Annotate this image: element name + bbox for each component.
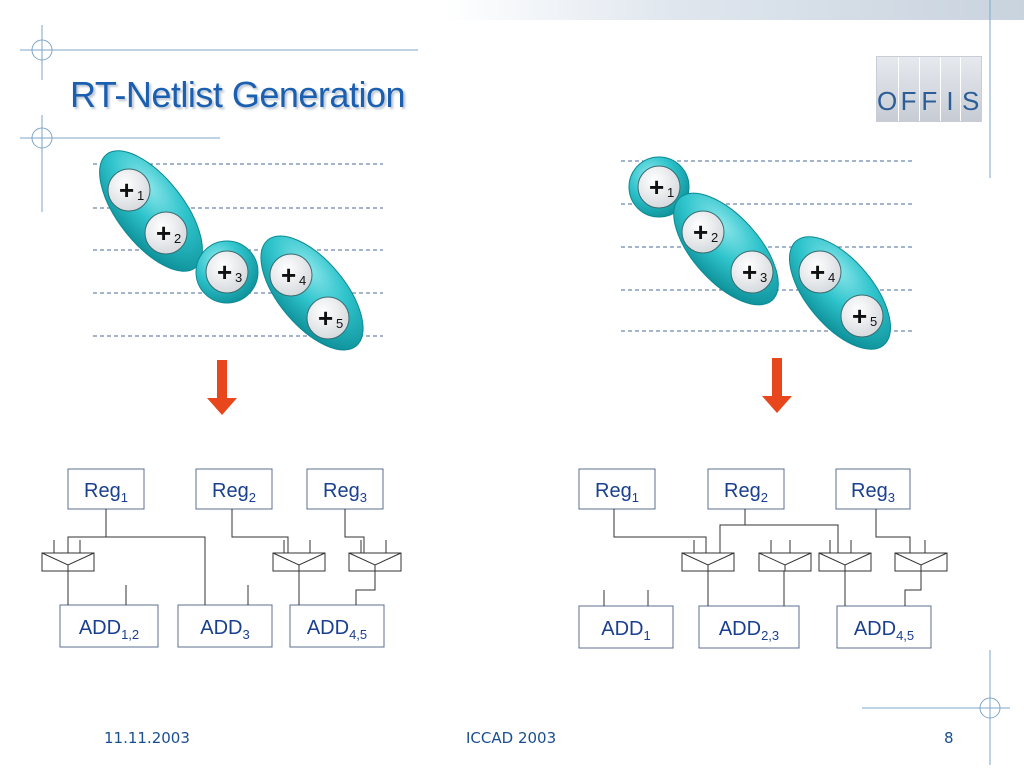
operation-node [840, 294, 884, 338]
operation-symbol: + [281, 260, 296, 290]
wire [344, 509, 365, 553]
operation-node [306, 296, 350, 340]
operation-index: 2 [174, 231, 181, 246]
adder-box [578, 605, 674, 649]
logo-letter: I [940, 57, 962, 121]
register-label: Reg1 [595, 480, 639, 505]
logo-letter: F [919, 57, 941, 121]
wire [67, 509, 107, 553]
operation-index: 1 [667, 185, 674, 200]
operation-symbol: + [852, 301, 867, 331]
crosshair-icon [31, 127, 53, 149]
wire [719, 509, 746, 553]
footer-page-number: 8 [944, 729, 954, 747]
operation-group-ellipse [789, 236, 891, 350]
register-box [306, 468, 384, 510]
register-label: Reg3 [851, 480, 895, 505]
operation-symbol: + [217, 257, 232, 287]
offis-logo: O F F I S [876, 56, 982, 122]
operation-index: 5 [870, 314, 877, 329]
logo-letter: O [877, 57, 900, 121]
down-arrow-icon [762, 358, 792, 413]
operation-node [730, 250, 774, 294]
page-title: RT-Netlist Generation [70, 74, 405, 115]
wire [745, 524, 839, 553]
wire [875, 509, 911, 553]
register-box [707, 468, 785, 510]
adder-box [836, 605, 932, 649]
register-box [195, 468, 273, 510]
logo-letter: S [961, 57, 981, 121]
operation-symbol: + [742, 257, 757, 287]
adder-label: ADD2,3 [719, 618, 779, 643]
operation-node [798, 250, 842, 294]
operation-node [681, 210, 725, 254]
operation-node [637, 165, 681, 209]
operation-symbol: + [119, 175, 134, 205]
crosshair-icon [979, 697, 1001, 719]
logo-letter: F [899, 57, 920, 121]
operation-node [107, 168, 151, 212]
crosshair-icon [31, 39, 53, 61]
register-box [835, 468, 911, 510]
adder-label: ADD4,5 [307, 617, 367, 642]
operation-symbol: + [649, 172, 664, 202]
right-schedule-graph: +1+2+3+4+5 [621, 156, 913, 413]
left-schedule-graph: +1+2+3+4+5 [93, 150, 383, 415]
register-box [67, 468, 145, 510]
adder-label: ADD1 [601, 618, 650, 643]
footer-date: 11.11.2003 [104, 729, 190, 747]
register-label: Reg1 [84, 480, 128, 505]
operation-index: 4 [828, 270, 835, 285]
operation-index: 3 [235, 270, 242, 285]
operation-index: 5 [336, 316, 343, 331]
operation-symbol: + [810, 257, 825, 287]
adder-label: ADD4,5 [854, 618, 914, 643]
adder-label: ADD1,2 [79, 617, 139, 642]
down-arrow-icon [207, 360, 237, 415]
wire [904, 571, 922, 606]
operation-index: 3 [760, 270, 767, 285]
operation-symbol: + [693, 217, 708, 247]
operation-node [205, 250, 249, 294]
adder-box [177, 604, 273, 648]
operation-node [144, 211, 188, 255]
operation-symbol: + [318, 303, 333, 333]
wire [106, 536, 206, 605]
wire [355, 571, 376, 605]
operation-index: 4 [299, 273, 306, 288]
register-label: Reg2 [724, 480, 768, 505]
wire [613, 509, 707, 553]
adder-box [289, 604, 385, 648]
operation-symbol: + [156, 218, 171, 248]
operation-index: 2 [711, 230, 718, 245]
register-label: Reg2 [212, 480, 256, 505]
adder-label: ADD3 [200, 617, 249, 642]
adder-box [59, 604, 159, 648]
header-gradient-band [445, 0, 1024, 20]
register-box [578, 468, 656, 510]
register-label: Reg3 [323, 480, 367, 505]
wire [231, 509, 289, 553]
footer-conference: ICCAD 2003 [466, 729, 557, 747]
operation-index: 1 [137, 188, 144, 203]
adder-box [698, 605, 800, 649]
operation-node [269, 253, 313, 297]
